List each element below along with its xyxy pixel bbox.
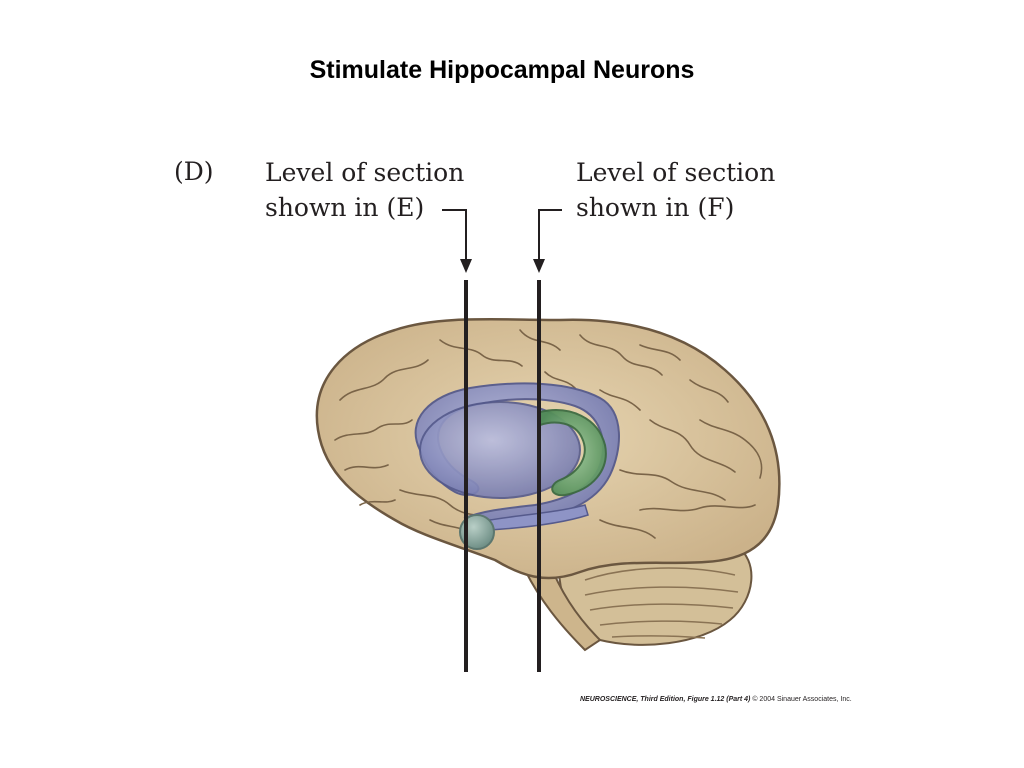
section-f-label: Level of section shown in (F) xyxy=(576,155,775,225)
arrow-e xyxy=(442,209,472,273)
section-e-label: Level of section shown in (E) xyxy=(265,155,464,225)
brain-stem xyxy=(523,558,602,652)
section-f-line1: Level of section xyxy=(576,158,776,187)
credit-book: NEUROSCIENCE, Third Edition, xyxy=(580,696,686,703)
section-e-line2: shown in (E) xyxy=(265,193,425,222)
slide-title: Stimulate Hippocampal Neurons xyxy=(309,56,695,84)
credit-copyright: © 2004 Sinauer Associates, Inc. xyxy=(752,696,852,703)
panel-label: (D) xyxy=(174,157,214,186)
figure-credit: NEUROSCIENCE, Third Edition, Figure 1.12… xyxy=(580,696,852,703)
section-e-line1: Level of section xyxy=(265,158,465,187)
amygdala xyxy=(459,514,495,550)
hippocampus xyxy=(539,409,607,497)
credit-figure: Figure 1.12 (Part 4) xyxy=(687,696,751,703)
arrow-f xyxy=(533,209,562,273)
section-f-line2: shown in (F) xyxy=(576,193,735,222)
